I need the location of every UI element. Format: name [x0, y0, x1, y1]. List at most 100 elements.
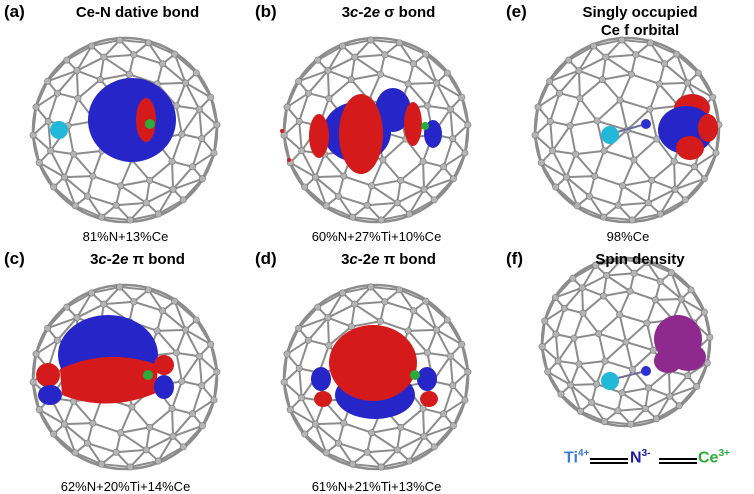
carbon-atom-icon — [593, 117, 601, 125]
carbon-atom-icon — [298, 147, 306, 155]
cage-bond — [573, 312, 584, 339]
cage-bond — [328, 325, 352, 347]
cage-bond — [581, 287, 585, 314]
cage-bond — [400, 407, 424, 429]
cage-bond — [646, 299, 657, 324]
cage-bond — [621, 159, 635, 187]
cage-bond — [551, 150, 568, 178]
panel-label: (b) — [255, 2, 277, 21]
cage-bond — [558, 359, 580, 366]
cage-bond — [575, 149, 605, 156]
cage-bond — [619, 99, 651, 111]
cage-bond — [171, 408, 175, 437]
cage-bond — [407, 330, 429, 354]
cage-bond — [368, 73, 382, 101]
carbon-atom-icon — [555, 89, 563, 97]
triple-bond-line — [590, 458, 628, 460]
fullerene-cage-icon — [29, 283, 221, 471]
carbon-atom-icon — [404, 327, 412, 335]
titanium-atom-icon — [50, 121, 68, 139]
cage-bond — [327, 56, 356, 72]
carbon-atom-icon — [433, 79, 441, 87]
cage-bond — [337, 442, 354, 465]
carbon-atom-icon — [461, 149, 469, 157]
cage-bond — [534, 134, 554, 152]
carbon-atom-icon — [554, 357, 562, 365]
carbon-atom-icon — [420, 185, 428, 193]
fullerene-cage-icon — [531, 36, 723, 224]
cage-bond — [396, 188, 425, 204]
carbon-atom-icon — [693, 383, 701, 391]
cage-bond — [596, 119, 628, 131]
cerium-atom-icon — [410, 370, 420, 380]
cage-bond — [449, 108, 469, 126]
cage-bond — [198, 109, 203, 139]
cage-bond — [49, 150, 66, 178]
carbon-atom-icon — [579, 309, 587, 317]
cage-bond — [579, 97, 598, 122]
cage-bond — [617, 407, 646, 412]
fullerene-cage-icon — [280, 283, 472, 471]
carbon-atom-icon — [464, 121, 472, 129]
cage-bond — [644, 395, 671, 410]
orbital-lobe-red — [136, 98, 156, 142]
carbon-atom-icon — [410, 60, 418, 68]
carbon-atom-icon — [168, 405, 176, 413]
carbon-atom-icon — [311, 420, 319, 428]
carbon-atom-icon — [83, 439, 91, 447]
cage-bond — [327, 45, 344, 72]
carbon-atom-icon — [89, 172, 97, 180]
carbon-atom-icon — [207, 340, 215, 348]
panel-caption: 81%N+13%Ce — [82, 229, 169, 244]
cage-bond — [549, 92, 561, 122]
cage-bond — [581, 264, 597, 289]
orbital-lobe-red — [309, 114, 329, 158]
cage-bond — [436, 82, 463, 99]
cage-bond — [283, 134, 303, 152]
cage-bond — [50, 149, 74, 156]
cage-bond — [557, 337, 575, 362]
carbon-atom-icon — [44, 324, 52, 332]
cage-bond — [554, 308, 566, 335]
cage-bond — [631, 349, 654, 371]
panel-e: (e) Singly occupied Ce f orbital 98%Ce — [502, 0, 754, 247]
carbon-atom-icon — [280, 131, 288, 139]
cage-bond — [66, 292, 93, 309]
cage-bond — [604, 420, 631, 426]
carbon-atom-icon — [71, 449, 79, 457]
cage-bond — [603, 290, 631, 297]
cage-bond — [157, 188, 174, 215]
carbon-atom-icon — [142, 446, 150, 454]
cage-bond — [76, 292, 93, 319]
cage-bond — [604, 341, 627, 362]
cage-bond — [380, 449, 398, 468]
carbon-atom-icon — [544, 368, 552, 376]
cage-bond — [129, 449, 147, 468]
carbon-atom-icon — [112, 448, 120, 456]
cage-bond — [625, 322, 648, 343]
cage-bond — [120, 431, 147, 451]
cage-bond — [565, 176, 591, 197]
cage-bond — [175, 329, 187, 354]
carbon-atom-icon — [618, 389, 626, 397]
cage-bond — [74, 451, 102, 466]
cage-bond — [569, 119, 598, 127]
cage-bond — [35, 339, 58, 355]
cage-bond — [596, 99, 621, 122]
carbon-atom-icon — [691, 163, 699, 171]
carbon-atom-icon — [349, 213, 357, 221]
cage-bond — [552, 149, 576, 156]
carbon-atom-icon — [339, 289, 347, 297]
cage-bond — [569, 384, 582, 412]
cage-bond — [67, 98, 79, 127]
carbon-atom-icon — [98, 460, 106, 468]
carbon-atom-icon — [304, 336, 312, 344]
cage-bond — [371, 179, 401, 187]
cage-bond — [541, 345, 559, 362]
cage-outline — [31, 36, 219, 224]
cage-bond — [307, 317, 329, 341]
cage-bond — [380, 73, 409, 85]
cage-bond — [53, 433, 76, 454]
cage-bond — [578, 363, 598, 385]
carbon-atom-icon — [617, 256, 625, 264]
